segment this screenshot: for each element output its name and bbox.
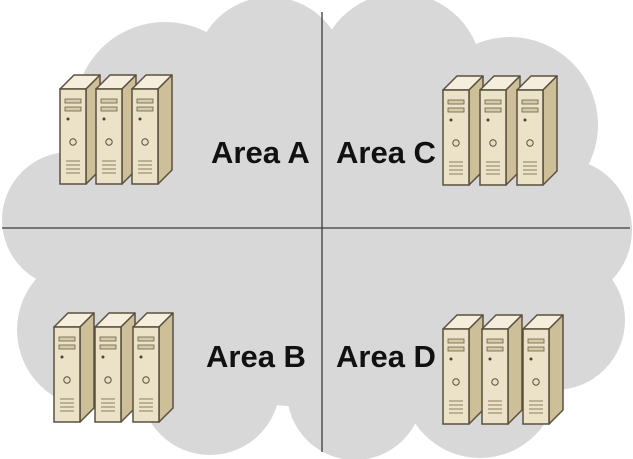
area-b-label: Area B — [206, 339, 306, 374]
server-tower-icon — [481, 314, 523, 425]
server-group-c — [442, 75, 558, 186]
server-tower-icon — [442, 75, 484, 186]
area-d-label: Area D — [336, 339, 436, 374]
server-tower-icon — [479, 75, 521, 186]
server-tower-icon — [132, 312, 174, 423]
server-group-a — [59, 74, 173, 185]
server-tower-icon — [442, 314, 484, 425]
server-group-b — [53, 312, 174, 423]
server-tower-icon — [59, 74, 101, 185]
server-tower-icon — [53, 312, 95, 423]
area-a-label: Area A — [211, 135, 310, 170]
area-c-label: Area C — [336, 135, 436, 170]
server-tower-icon — [516, 75, 558, 186]
server-tower-icon — [94, 312, 136, 423]
server-group-d — [442, 314, 564, 425]
server-tower-icon — [131, 74, 173, 185]
server-tower-icon — [95, 74, 137, 185]
server-tower-icon — [522, 314, 564, 425]
